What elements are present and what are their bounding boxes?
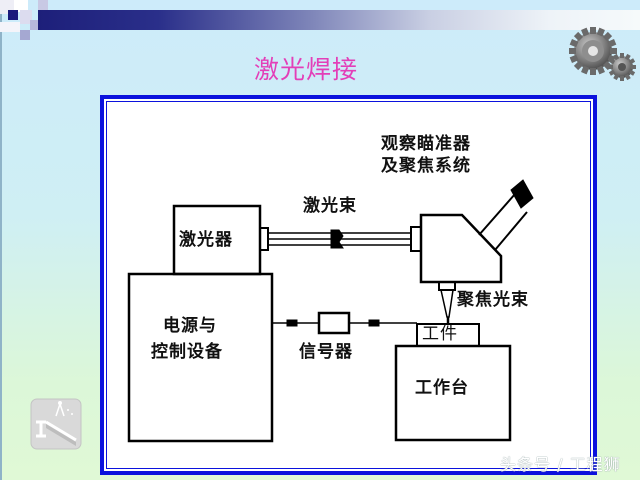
diagram-frame: 激光器 电源与 控制设备 信号器 工件 工作台 激光束 观察瞄准器 及聚焦系统 … [100,95,597,475]
header-gradient-bar [38,10,640,30]
label-laser: 激光器 [179,230,233,250]
focus-head [419,213,503,284]
left-edge-line [0,0,2,480]
label-workpiece: 工件 [422,324,458,344]
power-control-box [127,272,274,443]
steel-beam-crane-icon [30,398,82,450]
signal-device-box [317,311,351,335]
worktable-box [394,344,512,442]
label-power-control-line1: 电源与 [163,316,217,336]
watermark: 头条号 / 工程狮 [500,455,621,474]
label-observation-line1: 观察瞄准器 [381,134,471,154]
label-power-control-line2: 控制设备 [151,342,223,362]
gears-icon [569,27,636,81]
label-observation-line2: 及聚焦系统 [381,156,471,176]
label-laser-beam: 激光束 [303,196,357,216]
head-input [410,226,422,252]
label-worktable: 工作台 [415,378,469,398]
slide-title: 激光焊接 [253,55,358,84]
label-signal-device: 信号器 [299,342,353,362]
laser-welding-diagram [127,179,534,443]
label-focused-beam: 聚焦光束 [457,290,529,310]
